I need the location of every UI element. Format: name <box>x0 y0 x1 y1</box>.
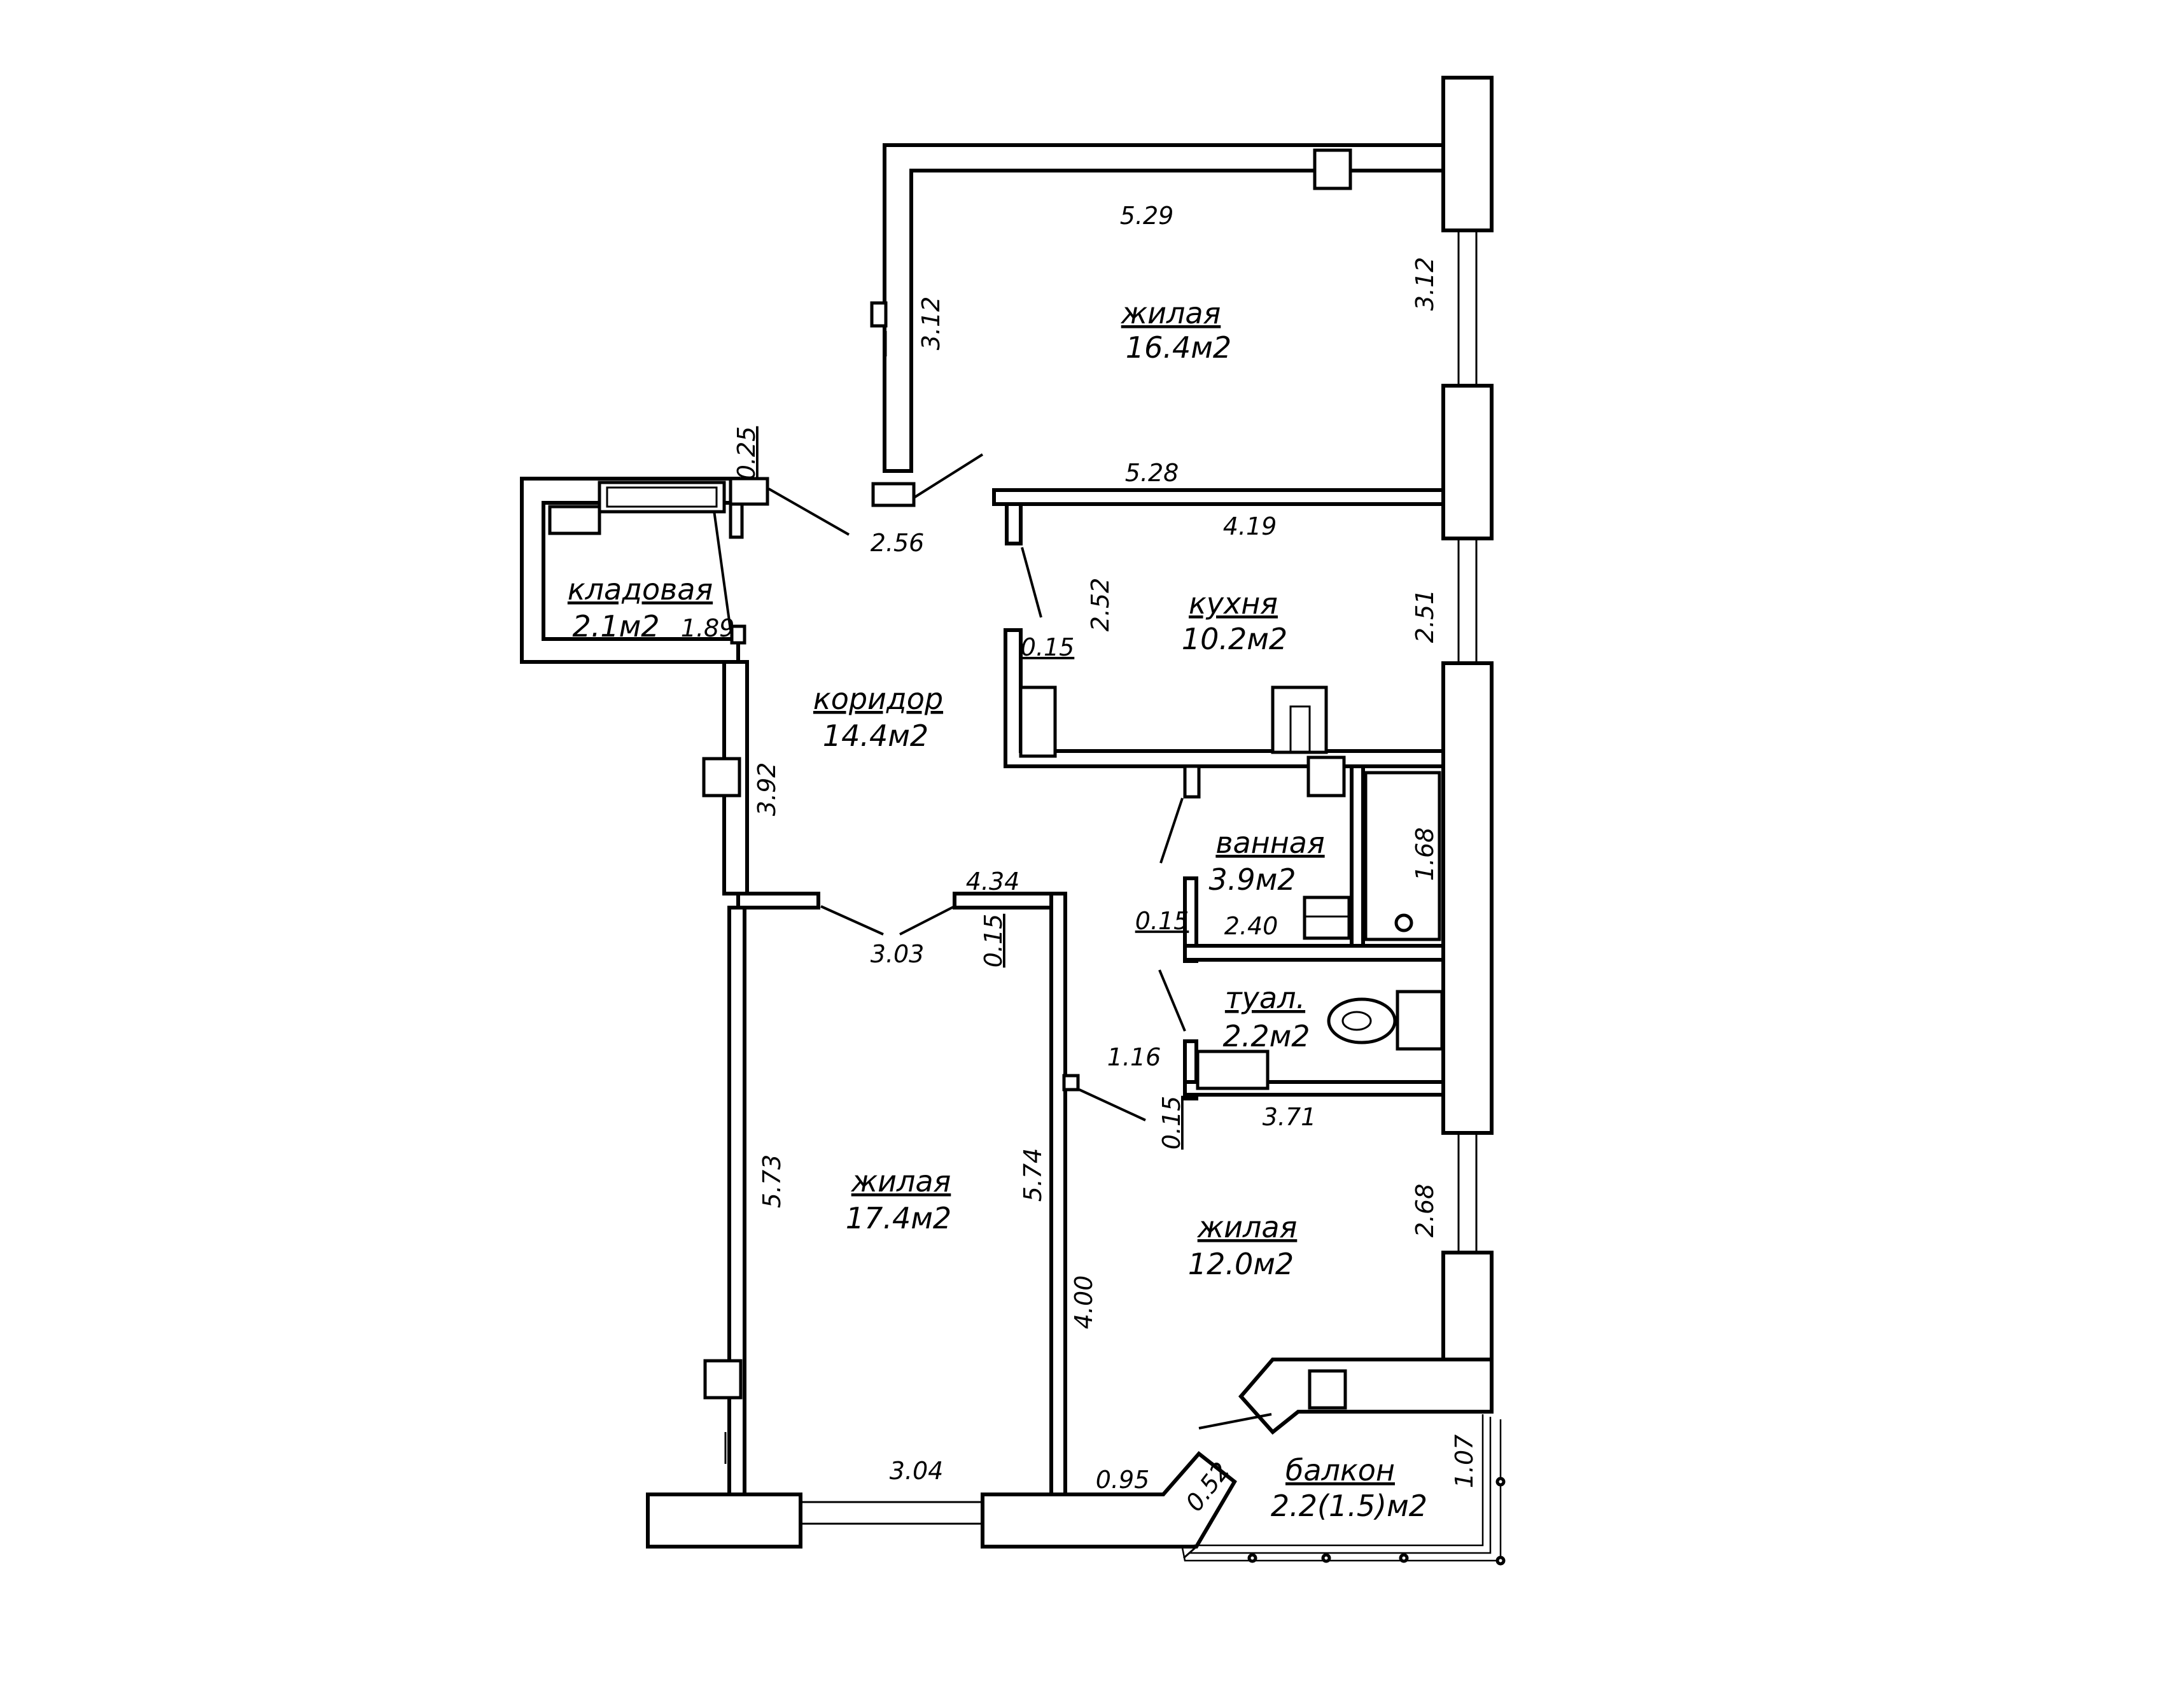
storage-walls <box>520 477 769 664</box>
dimension-label: 3.12 <box>917 297 945 351</box>
dimension-label: 2.68 <box>1411 1184 1439 1238</box>
toilet-walls <box>1183 990 1445 1100</box>
dimension-label: 5.74 <box>1019 1148 1047 1202</box>
dimension-label: 1.07 <box>1450 1435 1478 1489</box>
dimension-label: 2.51 <box>1411 589 1439 643</box>
corridor-walls <box>702 660 1080 1496</box>
dimension-label: 1.16 <box>1107 1043 1161 1071</box>
dimension-label: 0.15 <box>1158 1096 1186 1150</box>
room-name-living-right: жилая <box>1197 1210 1298 1244</box>
room-name-balcony: балкон <box>1285 1453 1395 1487</box>
dimension-label: 3.03 <box>871 940 925 968</box>
dimension-label: 3.92 <box>753 762 781 817</box>
dimension-label: 0.15 <box>1135 907 1189 935</box>
door-swings <box>713 453 1272 1430</box>
room-area-living-right: 12.0м2 <box>1188 1247 1294 1281</box>
dimension-label: 4.34 <box>966 868 1020 896</box>
dimension-label: 4.00 <box>1070 1275 1098 1330</box>
dimension-label: 0.25 <box>732 426 760 481</box>
room-area-corridor: 14.4м2 <box>823 719 928 753</box>
room-labels: жилая 16.4м2 кладовая 2.1м2 коридор 14.4… <box>568 296 1427 1523</box>
room-area-kitchen: 10.2м2 <box>1182 622 1287 656</box>
room-name-kitchen: кухня <box>1189 586 1278 621</box>
room-area-balcony: 2.2(1.5)м2 <box>1271 1489 1427 1523</box>
room-name-corridor: коридор <box>813 682 943 716</box>
room-area-storage: 2.1м2 <box>572 609 659 643</box>
dimension-label: 3.04 <box>890 1457 944 1485</box>
room-name-storage: кладовая <box>568 572 713 607</box>
dimension-label: 0.15 <box>1021 633 1075 661</box>
kitchen-walls <box>1004 628 1445 799</box>
dimension-label: 2.56 <box>871 529 925 557</box>
room-area-living-top: 16.4м2 <box>1126 330 1231 365</box>
dimension-label: 1.89 <box>681 614 735 642</box>
bathroom-walls <box>1183 764 1445 963</box>
room-name-living-left: жилая <box>851 1164 951 1198</box>
room-name-living-top: жилая <box>1121 296 1221 330</box>
dimension-label: 5.73 <box>758 1155 786 1209</box>
room-area-living-left: 17.4м2 <box>846 1201 951 1235</box>
room-name-toilet: туал. <box>1225 981 1305 1015</box>
dimension-label: 2.40 <box>1224 912 1278 940</box>
dimension-label: 3.12 <box>1411 257 1439 311</box>
dimension-label: 5.29 <box>1120 202 1174 230</box>
dimension-labels: 5.29 3.12 3.12 5.28 0.25 2.56 4.19 2.52 … <box>681 202 1478 1517</box>
dimension-label: 4.19 <box>1223 512 1277 540</box>
bottom-walls <box>646 1358 1506 1566</box>
dimension-label: 0.15 <box>979 914 1007 968</box>
dimension-label: 1.68 <box>1411 827 1439 882</box>
dimension-label: 2.52 <box>1086 578 1114 632</box>
room-area-bathroom: 3.9м2 <box>1208 862 1296 897</box>
room-name-bathroom: ванная <box>1215 825 1324 860</box>
dimension-label: 5.28 <box>1125 459 1179 487</box>
room-area-toilet: 2.2м2 <box>1222 1019 1310 1053</box>
dimension-label: 0.95 <box>1096 1466 1150 1494</box>
exterior-right-wall <box>1441 76 1494 1414</box>
dimension-label: 3.71 <box>1263 1103 1317 1131</box>
top-room-walls <box>870 143 1445 545</box>
